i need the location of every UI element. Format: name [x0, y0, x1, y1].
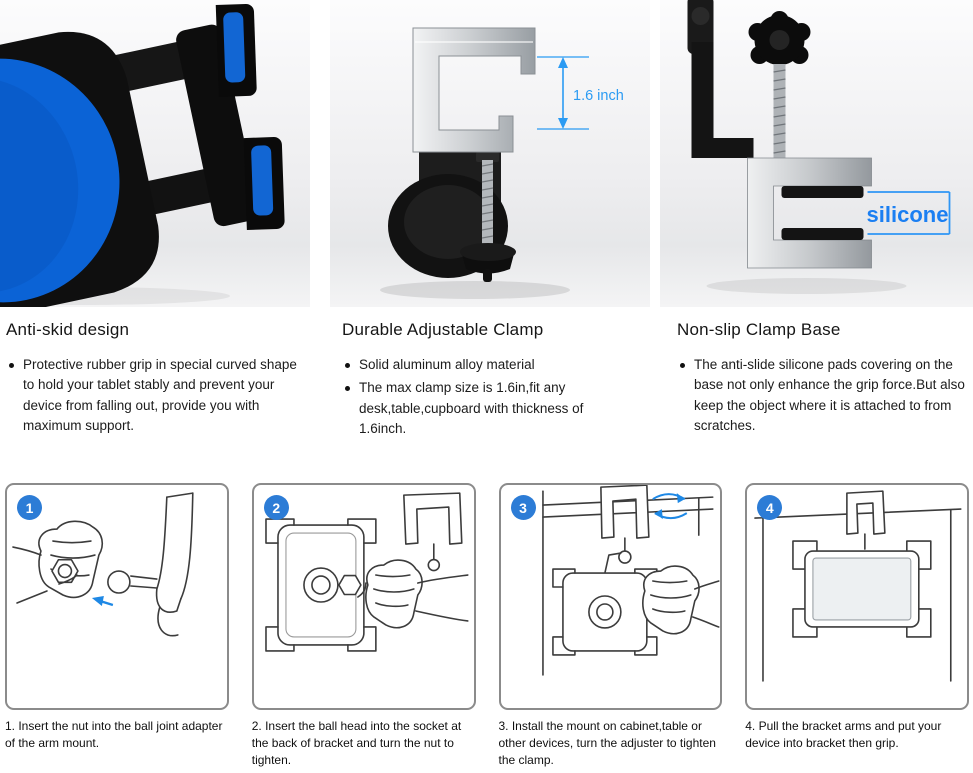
- feature-adjustable-clamp: 1.6 inch Durable Adjustable Clamp Solid …: [330, 0, 660, 462]
- rotate-adjuster-arrows: [651, 493, 687, 520]
- step-4-box: 4: [745, 483, 969, 710]
- insert-direction-arrow: [91, 596, 114, 607]
- step-3-illustration: [541, 485, 720, 676]
- feature-title: Anti-skid design: [6, 320, 130, 339]
- feature-anti-skid: Anti-skid design Protective rubber grip …: [0, 0, 330, 462]
- step-number-badge: 2: [263, 495, 289, 520]
- feature-title: Non-slip Clamp Base: [677, 320, 841, 339]
- dimension-annotation: 1.6 inch: [537, 56, 624, 130]
- feature-text-block: Non-slip Clamp Base The anti-slide silic…: [660, 307, 973, 439]
- feature-bullet-list: Solid aluminum alloy material The max cl…: [342, 355, 652, 439]
- clamp-gap-label: 1.6 inch: [573, 88, 624, 104]
- adjuster-knob: [748, 11, 811, 65]
- top-grip: [215, 3, 257, 97]
- step-4-illustration: [754, 490, 962, 682]
- step-3: 3: [498, 483, 723, 769]
- feature-bullet: Solid aluminum alloy material: [342, 355, 634, 375]
- step-caption: 2. Insert the ball head into the socket …: [251, 719, 462, 768]
- feature-bullet: The max clamp size is 1.6in,fit any desk…: [342, 378, 634, 439]
- step-2-box: 2: [251, 483, 476, 710]
- tablet-holder-illustration: [0, 3, 285, 307]
- step-number-badge: 1: [17, 495, 42, 520]
- silicone-pad-top: [781, 186, 864, 198]
- installation-steps: 1: [0, 462, 973, 769]
- features-section: Anti-skid design Protective rubber grip …: [0, 0, 973, 462]
- feature-bullet: Protective rubber grip in special curved…: [6, 355, 298, 436]
- feature-bullet-list: The anti-slide silicone pads covering on…: [677, 355, 965, 436]
- mount-arm: [691, 42, 754, 158]
- step-2: 2: [251, 483, 476, 769]
- feature-title: Durable Adjustable Clamp: [342, 320, 544, 339]
- screw-threads: [481, 163, 494, 247]
- step-3-box: 3: [498, 483, 723, 710]
- feature-bullet: The anti-slide silicone pads covering on…: [677, 355, 965, 436]
- clamp-base-product-image: silicone: [660, 0, 973, 307]
- step-caption: 1. Insert the nut into the ball joint ad…: [5, 719, 223, 751]
- step-1: 1: [5, 483, 229, 769]
- step-caption: 4. Pull the bracket arms and put your de…: [745, 719, 942, 751]
- feature-non-slip-base: silicone Non-slip Clamp Base The anti-sl…: [660, 0, 973, 462]
- anti-skid-product-image: [0, 0, 310, 307]
- rod-threads: [773, 69, 786, 154]
- step-2-illustration: [264, 492, 469, 652]
- clamp-product-image: 1.6 inch: [330, 0, 650, 307]
- silicone-label: silicone: [867, 202, 949, 227]
- clamp-illustration: 1.6 inch: [380, 27, 624, 299]
- step-caption: 3. Install the mount on cabinet,table or…: [498, 719, 716, 768]
- feature-text-block: Anti-skid design Protective rubber grip …: [0, 307, 330, 439]
- step-4: 4: [745, 483, 969, 769]
- step-1-illustration: [12, 492, 194, 637]
- feature-text-block: Durable Adjustable Clamp Solid aluminum …: [330, 307, 660, 442]
- aluminum-clamp-body: [412, 27, 536, 153]
- silicone-pad-bottom: [781, 228, 864, 240]
- silicone-leader-lines: [867, 191, 951, 235]
- step-number-badge: 3: [510, 495, 536, 520]
- step-number-badge: 4: [757, 495, 783, 520]
- bottom-grip: [243, 137, 285, 231]
- clamp-base-illustration: silicone: [687, 0, 951, 294]
- feature-bullet-list: Protective rubber grip in special curved…: [6, 355, 322, 436]
- step-1-box: 1: [5, 483, 229, 710]
- clamp-base-body: [747, 157, 872, 269]
